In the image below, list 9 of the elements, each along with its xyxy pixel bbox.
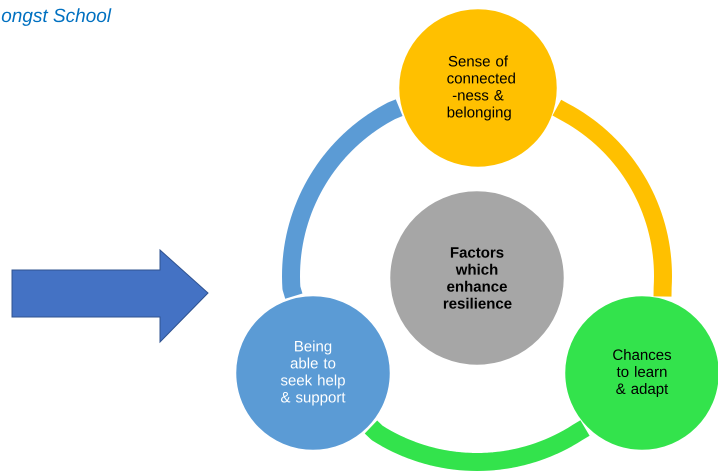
- circle-node: Chances to learn & adapt: [562, 294, 718, 452]
- ring-arc: [364, 420, 590, 471]
- ring-arc: [282, 99, 403, 299]
- block-arrow: [12, 248, 209, 344]
- circle-node: Sense of connected -ness & belonging: [396, 6, 560, 170]
- circle-node: Being able to seek help & support: [234, 294, 392, 452]
- ring-arc: [552, 100, 672, 297]
- circle-node: Factors which enhance resilience: [388, 188, 566, 368]
- heading-text: ongst School: [2, 8, 112, 26]
